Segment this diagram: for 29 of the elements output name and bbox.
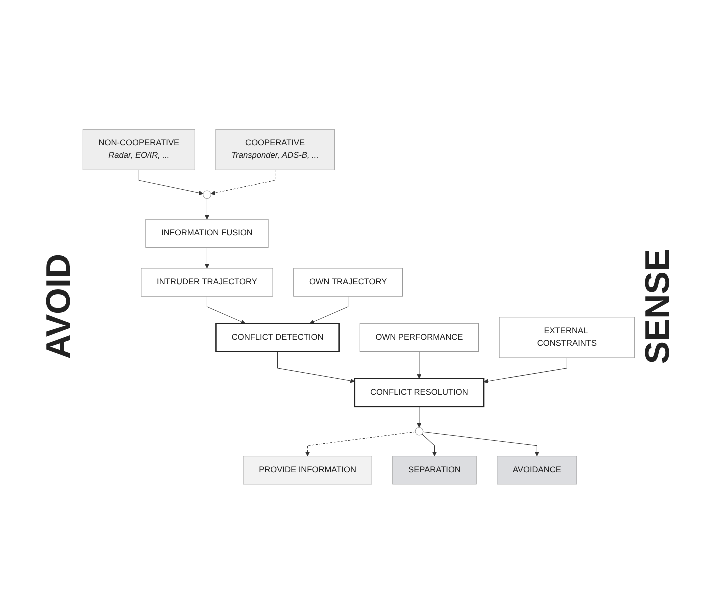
arrow: [210, 170, 276, 196]
node-box: CONFLICT DETECTION: [215, 323, 340, 352]
arrow: [204, 247, 210, 269]
arrow: [422, 434, 437, 457]
arrow: [138, 170, 204, 196]
section-label: SENSE: [638, 249, 678, 365]
arrow: [277, 351, 355, 384]
node-box: PROVIDE INFORMATION: [242, 456, 372, 485]
node-box: OWN TRAJECTORY: [293, 268, 403, 297]
node-box: NON-COOPERATIVE Radar, EO/IR, ...: [82, 129, 195, 170]
node-circle: [414, 427, 424, 436]
node-box: SEPARATION: [392, 456, 476, 485]
node-box: CONFLICT RESOLUTION: [354, 378, 484, 408]
arrow: [483, 358, 567, 384]
node-circle: [202, 190, 211, 200]
arrow: [416, 351, 422, 379]
arrow: [204, 198, 210, 220]
node-box: AVOIDANCE: [496, 456, 577, 485]
node-box: COOPERATIVE Transponder, ADS-B, ...: [215, 129, 334, 170]
arrow: [206, 296, 246, 324]
node-box: INTRUDER TRAJECTORY: [140, 268, 273, 297]
arrow: [309, 296, 348, 324]
arrow: [305, 432, 416, 457]
arrow: [416, 406, 422, 428]
arrow: [422, 432, 539, 457]
section-label: AVOID: [40, 254, 78, 360]
node-box: INFORMATION FUSION: [145, 219, 268, 248]
node-box: EXTERNAL CONSTRAINTS: [498, 317, 635, 358]
node-box: OWN PERFORMANCE: [359, 323, 479, 352]
